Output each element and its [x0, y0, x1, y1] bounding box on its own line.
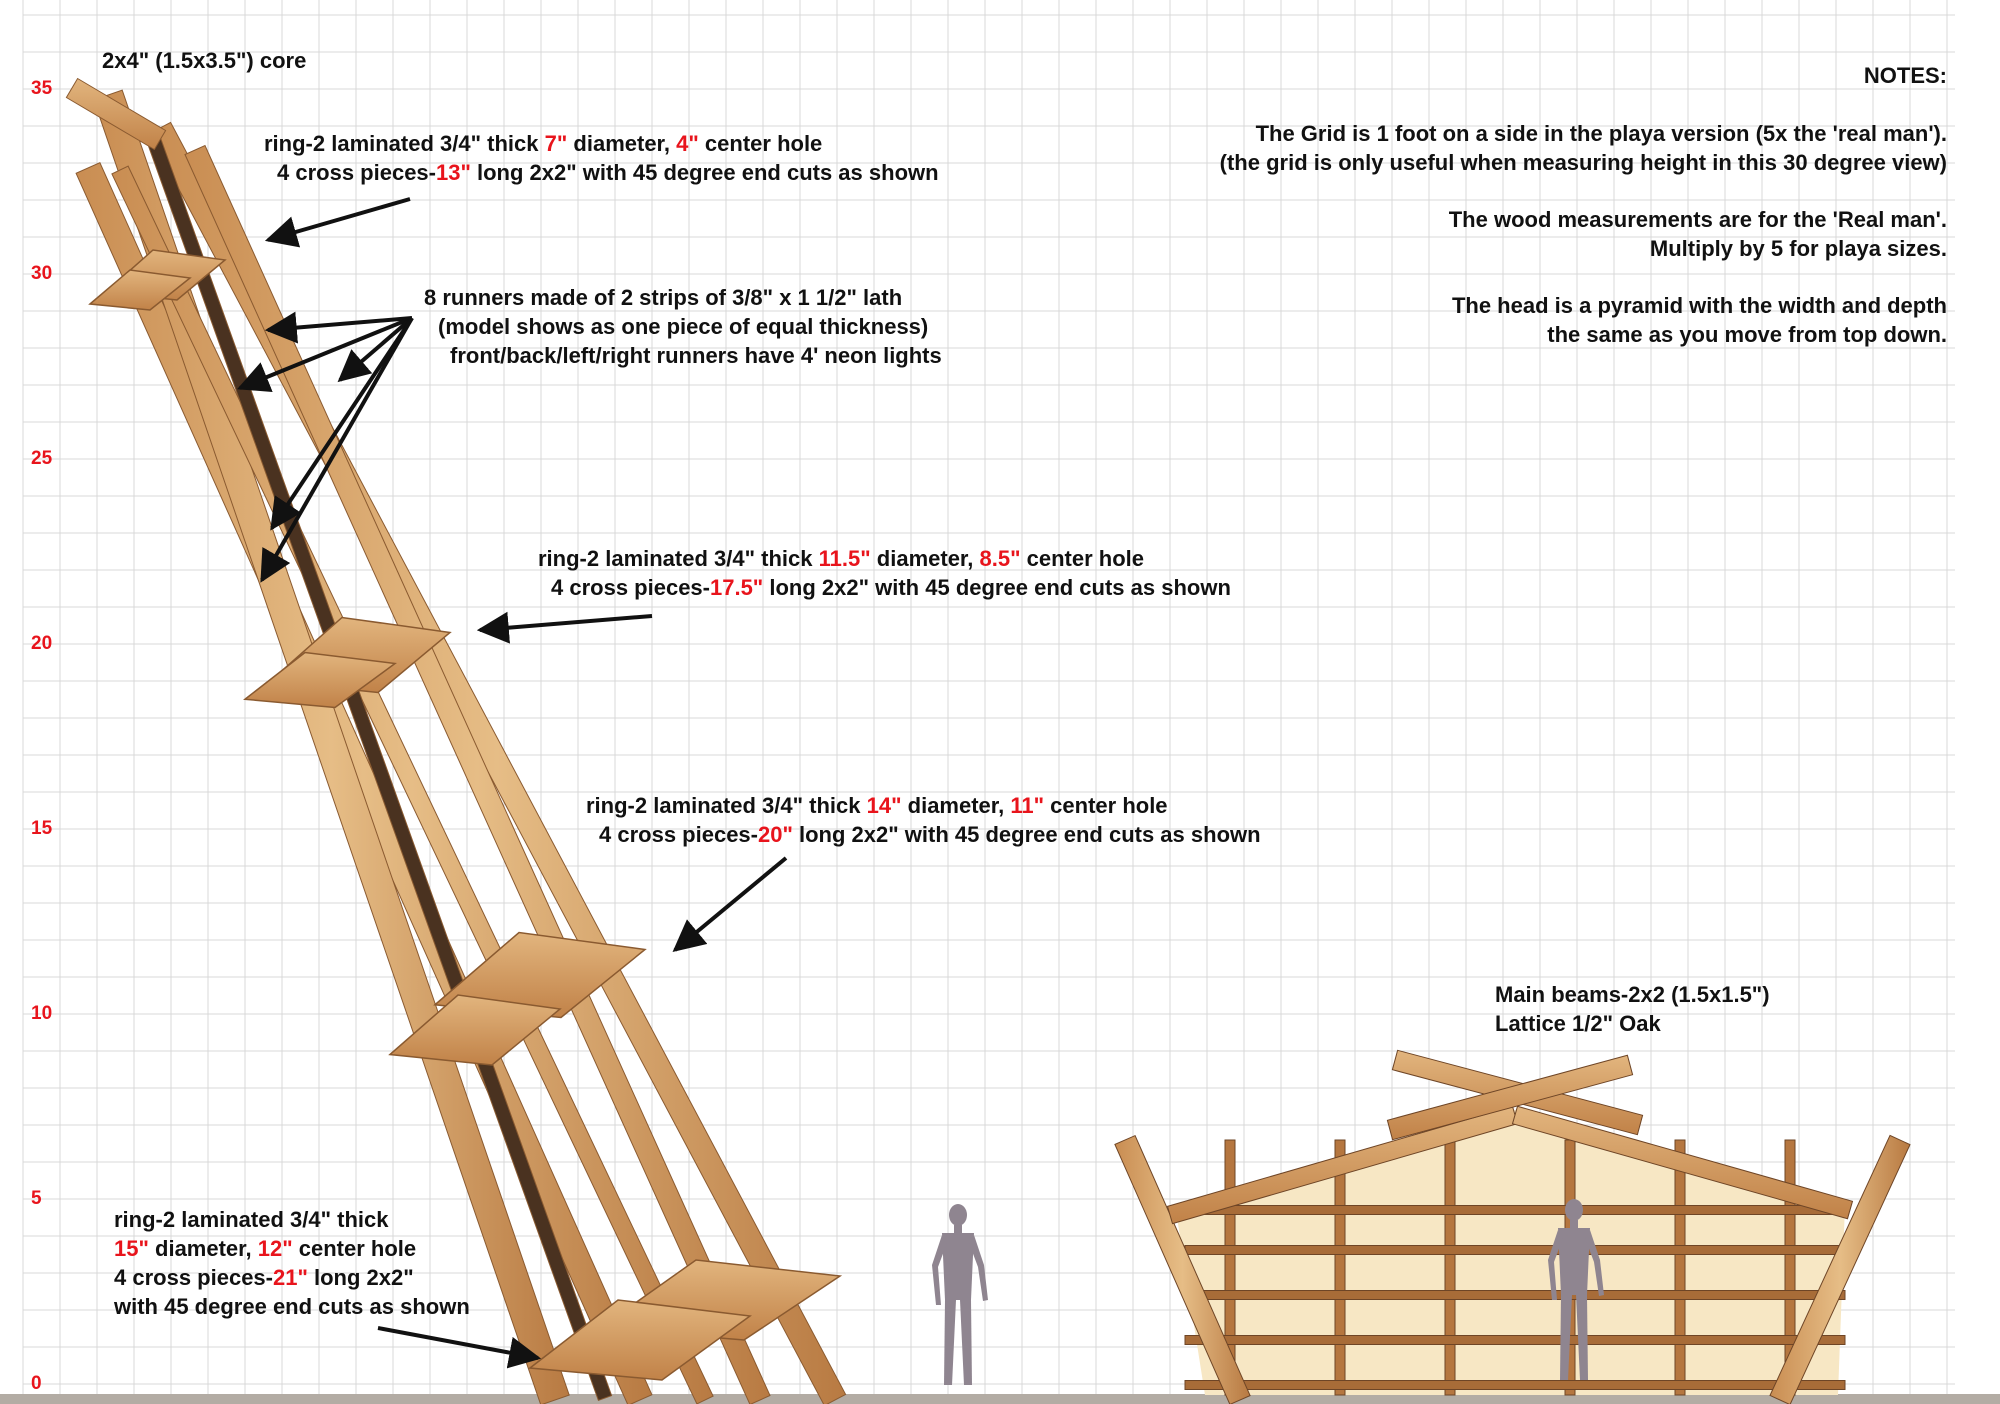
figure-neck [954, 1225, 962, 1233]
core-label: 2x4" (1.5x3.5") core [102, 48, 307, 73]
y-tick-25: 25 [31, 448, 53, 469]
lattice-horizontal [1184, 1205, 1846, 1215]
ring-bottom-line4: with 45 degree end cuts as shown [114, 1294, 470, 1319]
y-tick-5: 5 [31, 1188, 42, 1209]
notes-wood-line2: Multiply by 5 for playa sizes. [1649, 236, 1947, 261]
lattice-horizontal [1184, 1290, 1846, 1300]
ring-top-line2: 4 cross pieces-13" long 2x2" with 45 deg… [277, 160, 939, 185]
ring-mid-cross-lower [243, 651, 397, 709]
ground-line [0, 1394, 2000, 1404]
human-figure-in-frame [1548, 1199, 1604, 1380]
figure-torso [942, 1233, 974, 1300]
ring-top-cross-lower [88, 269, 192, 311]
ring-low-line2: 4 cross pieces-20" long 2x2" with 45 deg… [599, 822, 1261, 847]
figure-head [1565, 1199, 1583, 1221]
beams-line2: Lattice 1/2" Oak [1495, 1011, 1661, 1036]
figure-arm-right [1585, 1230, 1604, 1296]
arrow-ring-mid [476, 611, 653, 644]
lattice-vertical [1784, 1139, 1796, 1396]
arrow-runner-3 [337, 316, 414, 383]
y-tick-10: 10 [31, 1003, 53, 1024]
main-beam-right-post [1769, 1134, 1911, 1404]
runner-front [75, 162, 653, 1404]
arrow-runner-5 [260, 317, 414, 583]
notes-wood-line1: The wood measurements are for the 'Real … [1448, 207, 1947, 232]
notes-head-line2: the same as you move from top down. [1547, 322, 1947, 347]
top-cap [65, 77, 167, 151]
runners-line2: (model shows as one piece of equal thick… [438, 314, 929, 339]
figure-torso [1558, 1228, 1590, 1295]
ring-bottom-cross-lower [528, 1299, 752, 1381]
ring-bottom-line3: 4 cross pieces-21" long 2x2" [114, 1265, 414, 1290]
ring-mid-line1: ring-2 laminated 3/4" thick 11.5" diamet… [538, 546, 1145, 571]
notes-grid-line1: The Grid is 1 foot on a side in the play… [1255, 121, 1947, 146]
notes-grid-line2: (the grid is only useful when measuring … [1219, 150, 1947, 175]
beams-line1: Main beams-2x2 (1.5x1.5") [1495, 982, 1770, 1007]
lattice-vertical [1334, 1139, 1346, 1396]
arrow-runner-4 [270, 316, 414, 531]
runners-line3: front/back/left/right runners have 4' ne… [450, 343, 942, 368]
lattice-horizontal [1184, 1245, 1846, 1255]
y-tick-30: 30 [31, 263, 53, 284]
runner-left [93, 89, 570, 1404]
ring-top-line1: ring-2 laminated 3/4" thick 7" diameter,… [264, 131, 823, 156]
ground-strip [0, 1394, 2000, 1404]
figure-arm-right [969, 1235, 988, 1301]
notes-title: NOTES: [1863, 63, 1947, 88]
y-tick-0: 0 [31, 1373, 42, 1394]
ring-bottom-line2: 15" diameter, 12" center hole [114, 1236, 417, 1261]
y-tick-35: 35 [31, 78, 53, 99]
figure-arm-left [932, 1235, 947, 1305]
runners-line1: 8 runners made of 2 strips of 3/8" x 1 1… [424, 285, 903, 310]
y-tick-20: 20 [31, 633, 53, 654]
ring-mid-line2: 4 cross pieces-17.5" long 2x2" with 45 d… [551, 575, 1231, 600]
figure-leg-left [1560, 1295, 1572, 1380]
arrow-ring-top [264, 197, 411, 248]
human-figures [932, 1199, 1604, 1385]
figure-leg-right [960, 1300, 972, 1385]
callout-arrows [237, 197, 788, 1369]
lattice-vertical [1674, 1139, 1686, 1396]
notes-head-line1: The head is a pyramid with the width and… [1451, 293, 1947, 318]
y-tick-15: 15 [31, 818, 53, 839]
arrow-runner-2 [237, 316, 413, 392]
ring-low-cross-lower [388, 994, 562, 1066]
figure-leg-left [944, 1300, 956, 1385]
arrow-ring-low [672, 856, 788, 953]
arrow-runner-1 [264, 311, 413, 344]
human-figure-near-tower [932, 1204, 988, 1385]
figure-neck [1570, 1220, 1578, 1228]
figure-arm-left [1548, 1230, 1563, 1300]
ring-low-line1: ring-2 laminated 3/4" thick 14" diameter… [586, 793, 1168, 818]
lattice-frame-model [1114, 1049, 1911, 1404]
ring-bottom-line1: ring-2 laminated 3/4" thick [114, 1207, 389, 1232]
lattice-vertical [1444, 1139, 1456, 1396]
figure-head [949, 1204, 967, 1226]
arrow-ring-bottom [377, 1326, 542, 1369]
main-beam-left-post [1114, 1134, 1251, 1404]
lattice-horizontal [1184, 1380, 1846, 1390]
lattice-horizontal [1184, 1335, 1846, 1345]
cross-beam-b [1386, 1054, 1634, 1141]
figure-leg-right [1576, 1295, 1588, 1380]
roof-beam-right [1511, 1105, 1854, 1220]
